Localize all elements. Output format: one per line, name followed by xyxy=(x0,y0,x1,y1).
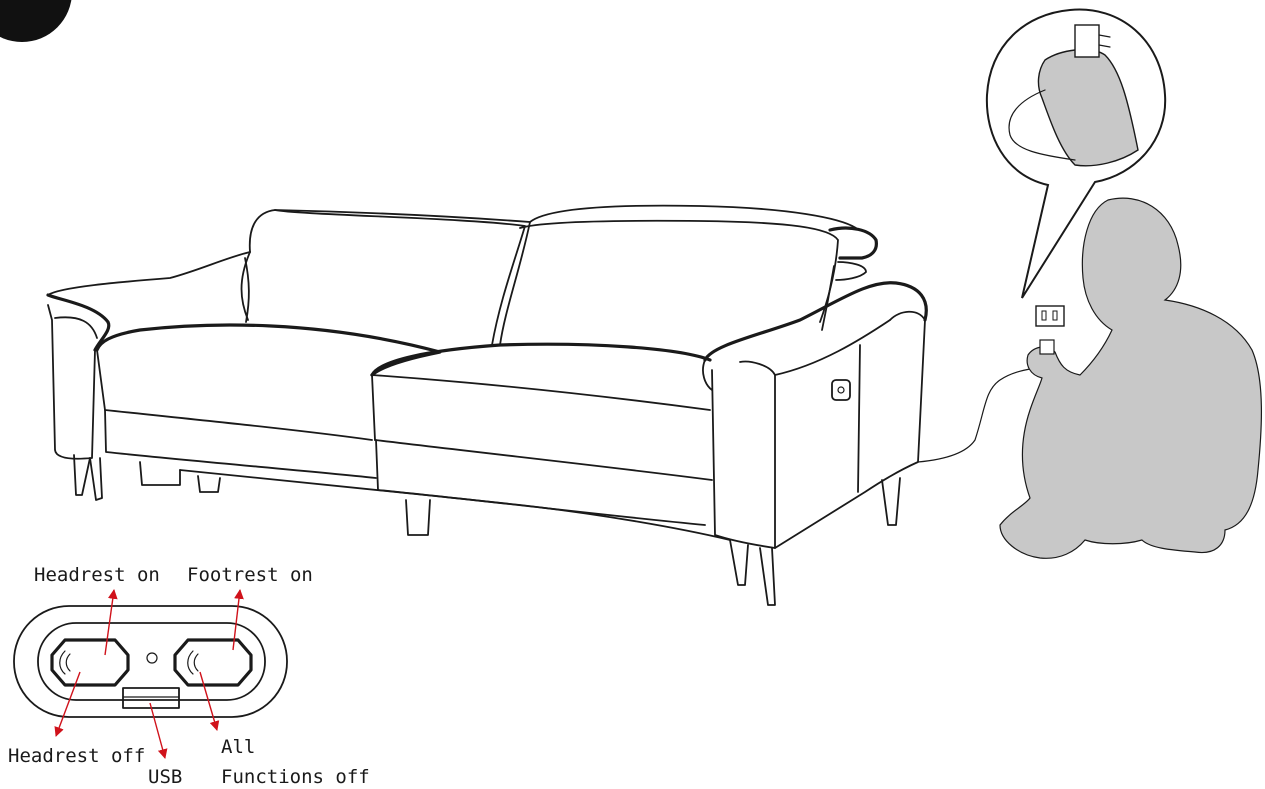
label-functions-off: Functions off xyxy=(221,766,370,788)
label-headrest-off: Headrest off xyxy=(8,745,145,767)
label-usb: USB xyxy=(148,766,182,788)
zoom-callout xyxy=(985,8,1167,299)
arrow-headrest-off xyxy=(54,671,81,737)
arrow-footrest-on xyxy=(232,589,244,651)
sofa-illustration xyxy=(46,204,1036,606)
control-panel xyxy=(13,605,288,718)
arrow-usb xyxy=(149,702,168,759)
arrow-headrest-on xyxy=(104,589,118,656)
arrow-all-functions-off xyxy=(199,671,220,731)
label-all: All xyxy=(221,736,255,758)
person-plugging-in xyxy=(999,197,1262,559)
step-badge xyxy=(0,0,72,42)
label-headrest-on: Headrest on xyxy=(34,564,160,586)
label-footrest-on: Footrest on xyxy=(187,564,313,586)
